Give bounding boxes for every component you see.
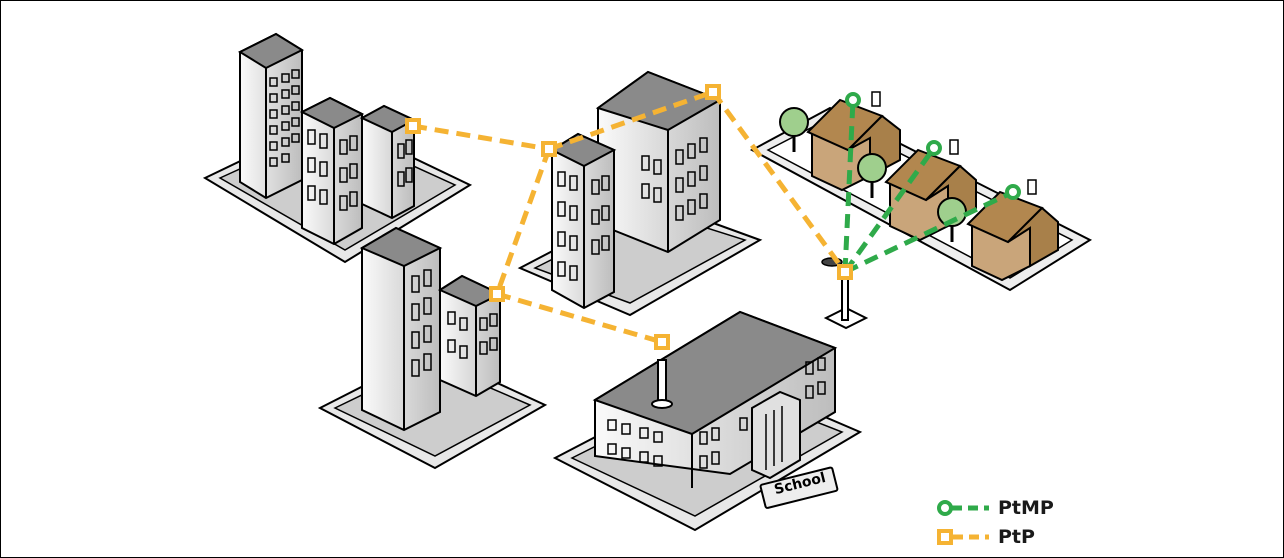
legend-ptp-label: PtP	[998, 526, 1035, 548]
city-block-top-left	[202, 32, 473, 264]
house-1	[806, 91, 901, 192]
ptp-node	[405, 118, 421, 134]
legend-ptp-marker	[937, 529, 989, 545]
ptmp-node	[1005, 184, 1021, 200]
house-2	[884, 139, 977, 242]
ptp-node	[837, 264, 853, 280]
ptp-nodes	[405, 84, 853, 350]
school-building	[552, 310, 863, 532]
ptmp-links	[842, 99, 1015, 275]
ptp-node	[541, 141, 557, 157]
tree-icon	[857, 153, 887, 198]
ptp-node	[705, 84, 721, 100]
ptmp-node	[926, 140, 942, 156]
city-block-center	[517, 70, 763, 317]
legend	[937, 500, 989, 545]
ptmp-nodes	[845, 92, 1021, 200]
ptp-node	[654, 334, 670, 350]
school-sign	[759, 466, 839, 509]
residential-block	[749, 91, 1093, 292]
ptp-node	[489, 286, 505, 302]
legend-ptmp-label: PtMP	[998, 497, 1054, 519]
tree-icon	[779, 107, 809, 152]
legend-ptmp-marker	[937, 500, 989, 516]
city-block-bottom-left	[317, 226, 548, 470]
ptmp-node	[845, 92, 861, 108]
ptp-links	[412, 89, 848, 345]
